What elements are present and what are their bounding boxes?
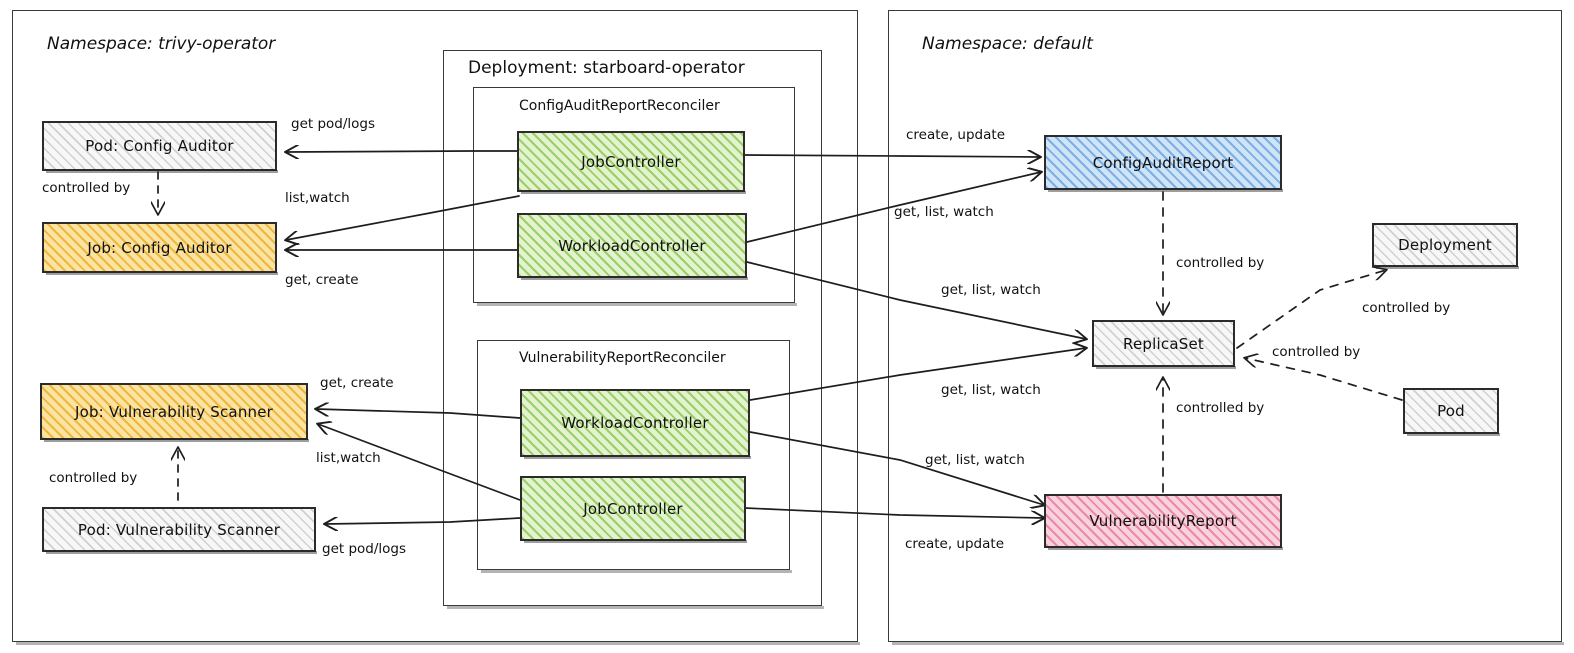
namespace-label-default: Namespace: default (922, 34, 1093, 54)
node-label: JobController (581, 152, 681, 171)
edge-label-controlled-by-config: controlled by (42, 180, 131, 196)
edge-label-controlled-by-car-rs: controlled by (1176, 255, 1265, 271)
node-replicaset[interactable]: ReplicaSet (1092, 320, 1236, 369)
node-job-config-auditor[interactable]: Job: Config Auditor (42, 222, 278, 275)
node-label: WorkloadController (558, 236, 706, 255)
node-vulnerability-report[interactable]: VulnerabilityReport (1044, 494, 1283, 550)
edge-label-get-create-vuln: get, create (320, 375, 394, 391)
node-pod-config-auditor[interactable]: Pod: Config Auditor (42, 121, 278, 173)
node-job-vulnerability-scanner[interactable]: Job: Vulnerability Scanner (40, 383, 309, 442)
node-label: Job: Vulnerability Scanner (74, 402, 274, 421)
edge-label-controlled-by-vr-rs: controlled by (1176, 400, 1265, 416)
node-label: Pod (1437, 402, 1465, 420)
edge-label-controlled-by-vuln: controlled by (49, 470, 138, 486)
edge-label-get-list-watch-replicaset-vr: get, list, watch (941, 382, 1041, 398)
node-pod-vulnerability-scanner[interactable]: Pod: Vulnerability Scanner (42, 507, 317, 554)
edge-label-get-list-watch-vr: get, list, watch (925, 452, 1025, 468)
node-pod-resource[interactable]: Pod (1403, 388, 1500, 436)
node-config-audit-report[interactable]: ConfigAuditReport (1044, 135, 1283, 192)
edge-label-create-update-car: create, update (906, 127, 1006, 143)
node-label: Pod: Config Auditor (85, 137, 234, 155)
deployment-label: Deployment: starboard-operator (468, 58, 745, 78)
node-label: VulnerabilityReport (1089, 512, 1237, 530)
edge-label-list-watch-config: list,watch (285, 190, 350, 206)
node-config-audit-jobcontroller[interactable]: JobController (517, 131, 746, 194)
node-label: ConfigAuditReport (1092, 153, 1234, 172)
node-label: Pod: Vulnerability Scanner (77, 520, 281, 539)
node-label: Deployment (1398, 236, 1492, 254)
reconciler-label-vulnerability-report: VulnerabilityReportReconciler (519, 350, 726, 366)
edge-label-controlled-by-rs-deployment: controlled by (1362, 300, 1451, 316)
edge-label-list-watch-vuln: list,watch (316, 450, 381, 466)
edge-label-get-pod-logs-config: get pod/logs (291, 116, 376, 132)
edge-label-get-list-watch-replicaset-car: get, list, watch (941, 282, 1041, 298)
reconciler-label-config-audit-report: ConfigAuditReportReconciler (519, 98, 720, 114)
node-label: JobController (583, 499, 683, 518)
node-label: Job: Config Auditor (87, 238, 232, 257)
node-config-audit-workloadcontroller[interactable]: WorkloadController (517, 213, 748, 280)
node-deployment-resource[interactable]: Deployment (1372, 223, 1519, 269)
namespace-label-trivy-operator: Namespace: trivy-operator (47, 34, 276, 54)
node-vulnerability-workloadcontroller[interactable]: WorkloadController (520, 389, 751, 459)
edge-label-controlled-by-pod-rs: controlled by (1272, 344, 1361, 360)
edge-label-get-pod-logs-vuln: get pod/logs (322, 541, 407, 557)
edge-label-get-create-config: get, create (285, 272, 359, 288)
node-vulnerability-jobcontroller[interactable]: JobController (520, 476, 747, 543)
edge-label-create-update-vr: create, update (905, 536, 1005, 552)
node-label: WorkloadController (561, 414, 709, 432)
edge-label-get-list-watch-car: get, list, watch (894, 204, 994, 220)
node-label: ReplicaSet (1123, 334, 1204, 353)
